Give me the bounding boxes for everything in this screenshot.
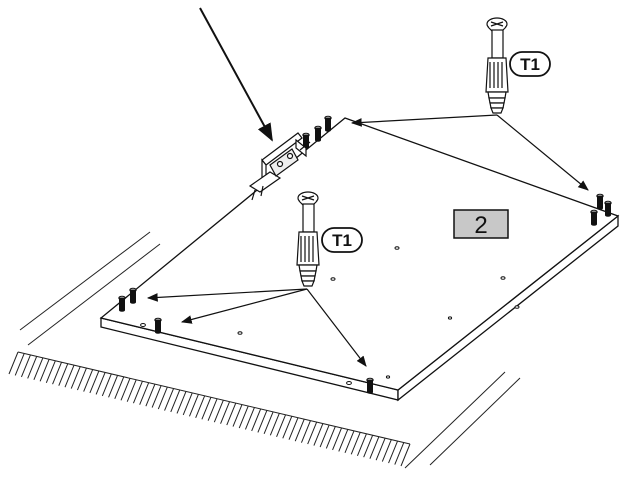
carpet-fringe-strand <box>101 373 112 397</box>
carpet-fringe-strand <box>394 442 405 465</box>
cam-bolt-icon <box>296 191 320 287</box>
carpet-fringe-strand <box>238 405 249 429</box>
carpet-fringe-strand <box>300 420 311 443</box>
carpet-fringe-strand <box>319 424 330 448</box>
insertion-arrows-top <box>350 114 589 191</box>
carpet-fringe-strand <box>276 414 287 437</box>
dowel-icon <box>604 200 612 217</box>
step-number-box: 2 <box>453 209 509 239</box>
dowel-icon <box>366 377 374 394</box>
panel-holes <box>140 246 520 385</box>
dowel-icon <box>154 317 162 334</box>
carpet-fringe-strand <box>120 378 131 401</box>
dowel-icon <box>596 193 604 210</box>
carpet-fringe-strand <box>288 417 299 440</box>
carpet-fringe-strand <box>108 375 119 398</box>
insertion-arrows-center <box>146 288 367 367</box>
dowel-icon <box>118 295 126 312</box>
hinge-bracket-icon <box>248 132 311 201</box>
carpet-fringe <box>8 351 411 467</box>
carpet-fringe-strand <box>188 394 199 417</box>
carpet-fringe-strand <box>33 357 44 381</box>
carpet-fringe-strand <box>388 440 399 464</box>
carpet-fringe-strand <box>157 386 168 410</box>
carpet-fringe-strand <box>282 416 293 439</box>
carpet-fringe-strand <box>83 369 94 392</box>
carpet-fringe-strand <box>332 427 343 451</box>
carpet-fringe-strand <box>39 359 50 382</box>
carpet-fringe-strand <box>89 370 100 394</box>
carpet-fringe-strand <box>170 389 181 413</box>
carpet-fringe-strand <box>14 353 25 376</box>
part-label-text: T1 <box>332 231 352 250</box>
carpet-fringe-strand <box>375 437 386 461</box>
dowel-icon <box>590 209 598 226</box>
floor-surface <box>8 231 521 469</box>
carpet-fringe-strand <box>164 388 175 411</box>
carpet-fringe-strand <box>307 421 318 445</box>
carpet-fringe-strand <box>76 367 87 391</box>
carpet-fringe-strand <box>294 418 305 442</box>
cam-bolt-icon <box>485 17 509 114</box>
carpet-fringe-strand <box>95 372 106 395</box>
part-label-text: T1 <box>520 55 540 74</box>
carpet-fringe-strand <box>58 363 69 386</box>
panel <box>99 117 620 402</box>
carpet-fringe-strand <box>244 407 255 430</box>
carpet-fringe-strand <box>52 362 63 385</box>
carpet-fringe-strand <box>251 408 262 432</box>
carpet-fringe-strand <box>363 435 374 458</box>
carpet-fringe-strand <box>70 366 81 389</box>
carpet-fringe-strand <box>356 433 367 456</box>
carpet-fringe-strand <box>195 395 206 418</box>
dowel-icon <box>129 287 137 304</box>
carpet-fringe-strand <box>338 429 349 452</box>
carpet-fringe-strand <box>64 364 75 388</box>
carpet-edge <box>17 351 411 445</box>
carpet-fringe-strand <box>313 423 324 446</box>
carpet-fringe-strand <box>344 430 355 454</box>
carpet-fringe-strand <box>151 385 162 408</box>
carpet-fringe-strand <box>176 391 187 414</box>
carpet-fringe-strand <box>232 404 243 427</box>
carpet-fringe-strand <box>20 354 31 378</box>
carpet-fringe-strand <box>381 439 392 462</box>
carpet-fringe-strand <box>400 443 411 467</box>
carpet-fringe-strand <box>145 383 156 407</box>
carpet-fringe-strand <box>201 397 212 420</box>
carpet-fringe-strand <box>27 356 38 379</box>
carpet-fringe-strand <box>8 351 19 375</box>
carpet-fringe-strand <box>126 379 137 402</box>
carpet-fringe-strand <box>220 401 231 424</box>
carpet-fringe-strand <box>269 413 280 436</box>
part-label-center: T1 <box>321 227 363 253</box>
carpet-fringe-strand <box>350 432 361 455</box>
carpet-fringe-strand <box>263 411 274 435</box>
carpet-fringe-strand <box>182 392 193 416</box>
carpet-fringe-strand <box>226 402 237 426</box>
dowel-icon <box>314 125 322 142</box>
carpet-fringe-strand <box>132 381 143 404</box>
carpet-fringe-strand <box>139 382 150 405</box>
carpet-fringe-strand <box>257 410 268 433</box>
carpet-fringe-strand <box>114 376 125 400</box>
carpet-fringe-strand <box>213 400 224 423</box>
part-label-top-right: T1 <box>509 51 551 77</box>
step-number: 2 <box>474 212 487 239</box>
bracket-pointer-arrow <box>199 7 273 142</box>
carpet-fringe-strand <box>369 436 380 459</box>
carpet-fringe-strand <box>207 398 218 421</box>
dowel-icon <box>324 115 332 132</box>
carpet-fringe-strand <box>45 360 56 383</box>
carpet-fringe-strand <box>325 426 336 449</box>
